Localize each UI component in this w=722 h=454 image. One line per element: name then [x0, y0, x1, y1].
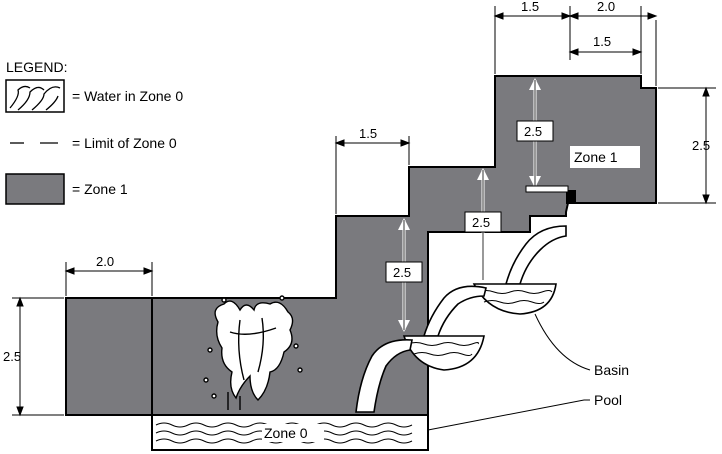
zone0-limit-mark-top	[525, 185, 569, 193]
basin-label: Basin	[594, 362, 629, 378]
outlet-block	[566, 190, 576, 204]
legend-zone1-swatch	[5, 173, 65, 205]
dim-left-width: 2.0	[96, 254, 114, 269]
dim-top-width-c: 1.5	[593, 34, 611, 49]
pool-label: Pool	[594, 392, 622, 408]
inner-dim-labels: 2.5 2.5 2.5	[385, 120, 554, 283]
fountain-spray	[203, 295, 303, 410]
legend: LEGEND: = Water in Zone 0 = Limit of Zon…	[5, 59, 183, 205]
legend-title: LEGEND:	[6, 59, 67, 75]
waterfall	[355, 225, 567, 413]
callouts	[427, 313, 591, 431]
dim-top-width-b: 2.0	[597, 0, 615, 14]
legend-zone1-label: = Zone 1	[72, 181, 128, 197]
zone1-label: Zone 1	[574, 149, 618, 165]
dim-step3-height: 2.5	[472, 215, 490, 230]
dim-step2-height: 2.5	[393, 265, 411, 280]
legend-water-label: = Water in Zone 0	[72, 88, 183, 104]
pool: Zone 0	[151, 414, 429, 451]
dim-right-height: 2.5	[692, 138, 710, 153]
dim-top-height-inner: 2.5	[524, 124, 542, 139]
legend-limit-label: = Limit of Zone 0	[72, 135, 177, 151]
zone1-label-box	[570, 146, 640, 168]
zone0-label: Zone 0	[264, 425, 308, 441]
dim-step2-width: 1.5	[359, 126, 377, 141]
dim-left-height: 2.5	[3, 349, 21, 364]
dimension-lines	[12, 6, 716, 417]
legend-water-swatch	[5, 79, 65, 113]
dim-top-width-a: 1.5	[521, 0, 539, 14]
zone1-area	[65, 75, 657, 416]
